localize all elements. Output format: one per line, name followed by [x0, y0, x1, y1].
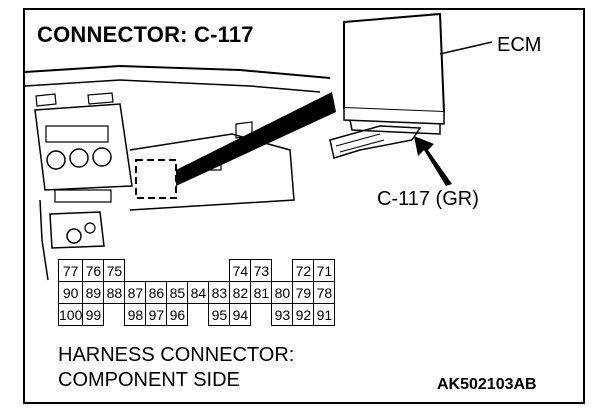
pin-cell: 73: [250, 259, 273, 282]
pin-cell-empty: [209, 260, 230, 282]
pin-cell: 88: [103, 281, 126, 304]
connector-title: CONNECTOR: C-117: [37, 22, 254, 47]
pin-cell-empty: [188, 260, 209, 282]
pin-cell-empty: [146, 260, 167, 282]
pin-cell: 86: [145, 281, 168, 304]
pin-cell: 75: [103, 259, 126, 282]
harness-caption-line1: HARNESS CONNECTOR:: [58, 344, 295, 366]
pin-cell: 87: [124, 281, 147, 304]
pin-cell: 94: [229, 303, 252, 326]
pin-cell: 78: [313, 281, 336, 304]
pin-cell: 77: [57, 259, 84, 282]
pin-cell: 89: [82, 281, 105, 304]
figure-code: AK502103AB: [437, 376, 537, 393]
pin-cell: 99: [82, 303, 105, 326]
pin-cell: 90: [57, 281, 84, 304]
pin-cell: 96: [166, 303, 189, 326]
harness-caption: HARNESS CONNECTOR: COMPONENT SIDE: [58, 343, 294, 393]
pin-cell: 98: [124, 303, 147, 326]
pin-cell-empty: [272, 260, 293, 282]
pin-cell: 81: [250, 281, 273, 304]
pin-cell: 80: [271, 281, 294, 304]
pin-cell: 83: [208, 281, 231, 304]
pin-cell: 95: [208, 303, 231, 326]
figure-frame: [23, 8, 585, 404]
pin-cell: 72: [292, 259, 315, 282]
pin-cell-empty: [188, 304, 209, 326]
pin-cell: 97: [145, 303, 168, 326]
pin-cell-empty: [125, 260, 146, 282]
pin-layout-table: 77 76 75 74 73 72 71 90 89 88 87 86 85 8…: [57, 259, 336, 326]
harness-caption-line2: COMPONENT SIDE: [58, 369, 240, 391]
pin-cell-empty: [251, 304, 272, 326]
pin-cell: 84: [187, 281, 210, 304]
c117-label: C-117 (GR): [377, 188, 479, 210]
pin-cell: 91: [313, 303, 336, 326]
pin-cell: 85: [166, 281, 189, 304]
pin-cell: 100: [57, 303, 84, 326]
pin-cell: 76: [82, 259, 105, 282]
pin-cell: 92: [292, 303, 315, 326]
pin-cell: 71: [313, 259, 336, 282]
pin-cell: 93: [271, 303, 294, 326]
pin-cell: 82: [229, 281, 252, 304]
pin-row: 100 99 98 97 96 95 94 93 92 91: [57, 303, 336, 326]
pin-cell-empty: [167, 260, 188, 282]
pin-row: 77 76 75 74 73 72 71: [57, 259, 336, 282]
pin-cell: 74: [229, 259, 252, 282]
pin-cell-empty: [104, 304, 125, 326]
ecm-label: ECM: [497, 34, 542, 56]
pin-cell: 79: [292, 281, 315, 304]
pin-row: 90 89 88 87 86 85 84 83 82 81 80 79 78: [57, 281, 336, 304]
